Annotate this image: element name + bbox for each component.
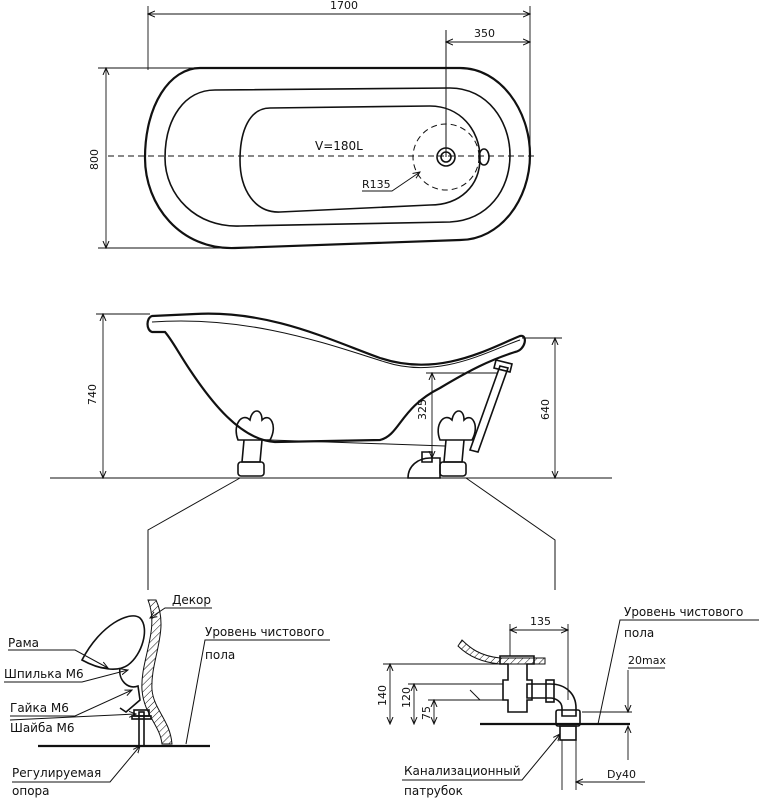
foot-detail: Рама Шпилька М6 Гайка М6 Шайба М6 Декор … (4, 593, 330, 798)
dy40-label: Dy40 (607, 768, 636, 781)
drain-floor-level-label-2: пола (624, 626, 654, 640)
nut-label: Гайка М6 (10, 701, 69, 715)
side-view: 740 640 325 (50, 312, 612, 590)
dim-drain-height-label: 325 (416, 399, 429, 420)
siphon-elbow (526, 683, 577, 717)
right-claw-foot (437, 410, 477, 477)
radius-leader (362, 172, 420, 192)
dim-height-total-label: 740 (86, 384, 99, 405)
drain-pipe (468, 359, 513, 453)
decor-shell (80, 615, 146, 670)
support-label-1: Регулируемая (12, 766, 101, 780)
drain-detail: 135 140 120 75 Уровень чистового пола 20… (376, 605, 759, 798)
tub-rim-line (151, 320, 521, 369)
floor-level-label-1: Уровень чистового (205, 625, 324, 639)
volume-label: V=180L (315, 139, 363, 153)
overflow-hole-icon (478, 148, 490, 166)
dim-height-rim-label: 640 (539, 399, 552, 420)
drain-floor-level-label-1: Уровень чистового (624, 605, 743, 619)
dim-drain-offset-label: 350 (474, 27, 495, 40)
radius-label: R135 (362, 178, 391, 191)
tub-inner-rim (164, 87, 511, 227)
washer-label: Шайба М6 (10, 721, 75, 735)
frame-bracket (118, 667, 141, 714)
stud-label: Шпилька М6 (4, 667, 84, 681)
frame-label: Рама (8, 636, 39, 650)
tub-basin (239, 105, 481, 213)
support-label-2: опора (12, 784, 50, 798)
tub-outer-outline (143, 66, 532, 250)
tub-bottom-section (457, 639, 546, 665)
max-20-label: 20max (628, 654, 666, 667)
dim-140-label: 140 (376, 685, 389, 706)
siphon-fitting (407, 451, 441, 479)
nut-m6 (133, 709, 150, 717)
sewer-pipe-label-2: патрубок (404, 784, 463, 798)
tub-side-outline (146, 312, 526, 444)
stud-m6 (138, 711, 145, 747)
tub-wall-section (141, 599, 173, 745)
top-view: 1700 350 800 V=180L R135 (88, 0, 535, 250)
dim-75-label: 75 (420, 706, 433, 720)
dim-width-label: 800 (88, 149, 101, 170)
foot-detail-callout (147, 477, 241, 590)
left-claw-foot (235, 410, 275, 477)
decor-label: Декор (172, 593, 211, 607)
drain-detail-callout (465, 477, 556, 590)
dim-120-label: 120 (400, 687, 413, 708)
dim-length-label: 1700 (330, 0, 358, 12)
washer-m6 (131, 715, 152, 720)
sewer-pipe-label-1: Канализационный (404, 764, 521, 778)
dim-135-label: 135 (530, 615, 551, 628)
floor-level-label-2: пола (205, 648, 235, 662)
drain-fitting (499, 655, 535, 713)
